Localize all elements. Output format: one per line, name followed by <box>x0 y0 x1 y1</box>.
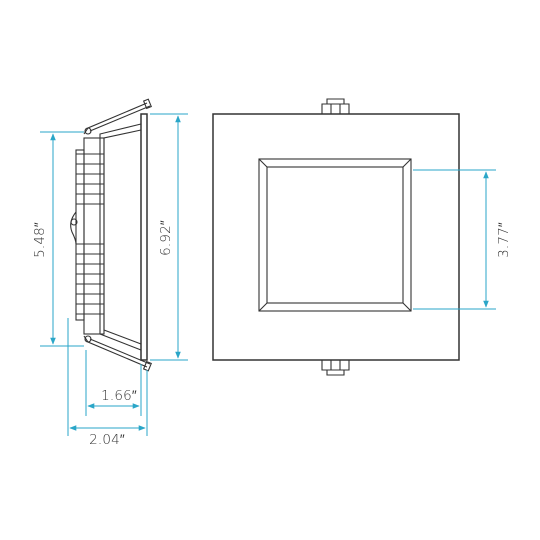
side-driver-block <box>83 137 105 335</box>
label-trim-opening: 3.77″ <box>496 222 512 258</box>
dim-side-height: 5.48″ <box>32 131 84 347</box>
dim-flange-height: 6.92″ <box>150 113 188 361</box>
top-spring-clip <box>83 98 152 135</box>
side-connector <box>70 211 77 245</box>
dim-trim-opening: 3.77″ <box>413 169 512 310</box>
front-inner-bezel <box>258 158 412 312</box>
side-heatsink-fins <box>75 149 104 321</box>
front-view <box>212 98 460 376</box>
label-flange-height: 6.92″ <box>158 220 174 256</box>
dim-total-depth: 2.04″ <box>67 318 148 448</box>
bottom-spring-clip <box>83 335 152 372</box>
front-top-clip <box>321 98 350 114</box>
side-view <box>70 98 152 372</box>
label-body-depth: 1.66″ <box>101 388 137 404</box>
side-flange <box>140 113 148 361</box>
front-bottom-clip <box>321 360 350 376</box>
label-total-depth: 2.04″ <box>89 432 125 448</box>
front-outer-trim <box>212 113 460 361</box>
front-lens <box>266 166 404 304</box>
dim-body-depth: 1.66″ <box>85 350 142 416</box>
label-side-height: 5.48″ <box>32 222 48 258</box>
side-housing <box>99 123 142 351</box>
